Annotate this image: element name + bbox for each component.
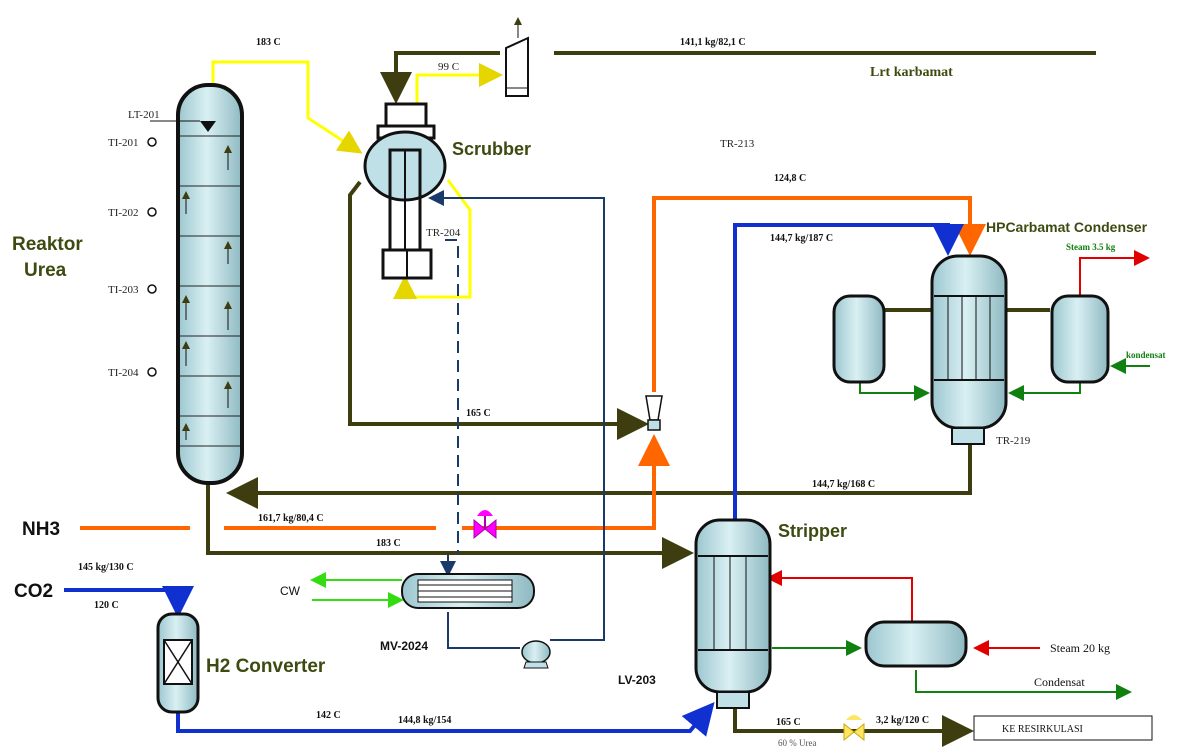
stripper-vessel: [694, 518, 772, 709]
ti-202-bubble[interactable]: [147, 207, 157, 217]
ti-202-label: TI-202: [108, 207, 139, 219]
urea-outlet-valve[interactable]: [843, 715, 865, 742]
lrt-karbamat-label: Lrt karbamat: [870, 65, 953, 80]
flow-1447-187: 144,7 kg/187 C: [770, 233, 833, 244]
flow-1448: 144,8 kg/154: [398, 715, 451, 726]
urea-60-label: 60 % Urea: [778, 738, 816, 747]
cw-lines: [310, 572, 404, 608]
steam-lines: [766, 250, 1150, 656]
steam-35-label: Steam 3.5 kg: [1066, 242, 1116, 252]
reactor-vessel: [150, 83, 244, 485]
temp-142: 142 C: [316, 710, 341, 721]
ti-203-bubble[interactable]: [147, 284, 157, 294]
tr-213-label: TR-213: [720, 138, 755, 150]
flow-1447-168: 144,7 kg/168 C: [812, 479, 875, 490]
flow-32: 3,2 kg/120 C: [876, 715, 929, 726]
cw-label: CW: [280, 584, 301, 598]
condensate-lines: [772, 358, 1150, 700]
nh3-label: NH3: [22, 519, 60, 540]
mv-2024-label: MV-2024: [380, 639, 428, 653]
temp-183-mid: 183 C: [376, 538, 401, 549]
nh3-lines: [80, 196, 986, 530]
ti-203-label: TI-203: [108, 284, 139, 296]
co2-label: CO2: [14, 581, 53, 602]
flow-1617: 161,7 kg/80,4 C: [258, 513, 324, 524]
ti-201-bubble[interactable]: [147, 137, 157, 147]
nh3-control-valve[interactable]: [473, 510, 497, 540]
ejector: [645, 395, 663, 431]
ke-resirkulasi-label: KE RESIRKULASI: [1002, 724, 1083, 735]
lv-203-label: LV-203: [618, 673, 656, 687]
co2-lines: [64, 223, 964, 737]
scrubber-vessel: [363, 102, 447, 280]
mv-2024-exchanger: [401, 573, 535, 609]
hot-gas-lines: [211, 60, 503, 299]
temperature-indicators: [147, 137, 157, 377]
temp-183-top: 183 C: [256, 37, 281, 48]
cooling-lines: [428, 190, 605, 649]
stripper-label: Stripper: [778, 521, 847, 541]
tr-219-label: TR-219: [996, 435, 1031, 447]
reactor-label-1: Reaktor: [12, 234, 83, 255]
lt-201-label: LT-201: [128, 109, 160, 121]
ke-resirkulasi-box: [973, 715, 1153, 741]
ti-204-label: TI-204: [108, 367, 139, 379]
hp-carbamate-condenser: [832, 254, 1110, 445]
temp-124: 124,8 C: [774, 173, 806, 184]
temp-165-bot: 165 C: [776, 717, 801, 728]
scrubber-label: Scrubber: [452, 139, 531, 159]
temp-120: 120 C: [94, 600, 119, 611]
hp-condenser-label: HPCarbamat Condenser: [986, 219, 1148, 235]
pump-icon: [521, 640, 551, 669]
tr-204-label: TR-204: [426, 227, 461, 239]
ti-204-bubble[interactable]: [147, 367, 157, 377]
kondensat-label: kondensat: [1126, 350, 1166, 360]
h2-converter-label: H2 Converter: [206, 656, 326, 677]
reactor-label-2: Urea: [24, 260, 67, 281]
condensat-label: Condensat: [1034, 675, 1085, 689]
steam-20-label: Steam 20 kg: [1050, 641, 1110, 655]
level-triangle-icon: [200, 121, 216, 132]
steam-drum: [864, 620, 968, 668]
flow-145: 145 kg/130 C: [78, 562, 134, 573]
h2-converter-vessel: [156, 612, 200, 714]
temp-99: 99 C: [438, 61, 459, 73]
temp-165-mid: 165 C: [466, 408, 491, 419]
ti-201-label: TI-201: [108, 137, 139, 149]
flow-141: 141,1 kg/82,1 C: [680, 37, 746, 48]
top-separator: [505, 17, 529, 97]
